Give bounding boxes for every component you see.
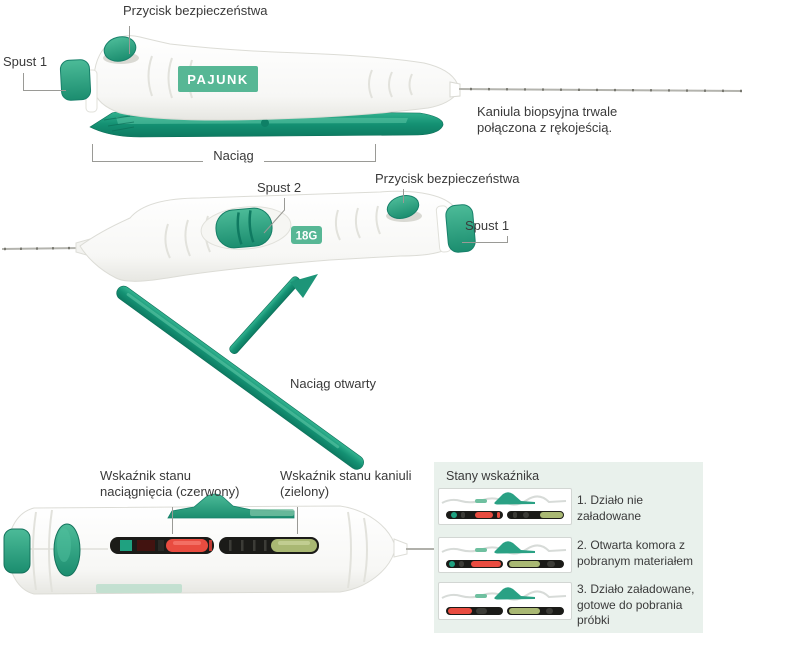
trigger2-button	[215, 207, 273, 249]
indicator-states-panel: Stany wskaźnika	[434, 462, 703, 633]
biopsy-cannula-needle	[1, 247, 81, 250]
tension-bar	[446, 511, 503, 519]
state-thumbnail-1	[438, 488, 572, 525]
device-topview-icon	[441, 587, 567, 601]
cannula-bar	[507, 511, 564, 519]
label-cocking-bracket: Naciąg	[92, 148, 375, 164]
trigger1-button	[3, 528, 31, 574]
label-trigger1-top: Spust 1	[3, 54, 48, 69]
label-tension-indicator: Wskaźnik stanu naciągnięcia (czerwony)	[100, 468, 240, 500]
label-cannula-note: Kaniula biopsyjna trwale połączona z ręk…	[477, 104, 618, 136]
indicator-strip	[446, 607, 564, 615]
gauge-badge	[291, 226, 322, 244]
trigger1-button	[445, 204, 476, 253]
label-cocking: Naciąg	[203, 148, 264, 163]
label-trigger2: Spust 2	[257, 180, 302, 195]
label-safety-button-top: Przycisk bezpieczeństwa	[123, 3, 268, 18]
trigger1-button	[59, 59, 92, 101]
state-thumbnail-3	[438, 582, 572, 620]
label-safety-button-middle: Przycisk bezpieczeństwa	[375, 171, 520, 186]
brand-logo: PAJUNK	[187, 72, 249, 87]
indicator-strip	[446, 511, 564, 519]
device-topview-icon	[441, 492, 567, 506]
safety-button	[103, 36, 137, 62]
safety-button	[386, 195, 420, 219]
gauge-label: 18G	[296, 231, 318, 243]
label-cocking-open: Naciąg otwarty	[290, 376, 376, 391]
state-2-label: 2. Otwarta komora z pobranym materiałem	[577, 538, 694, 568]
device-bottom-indicators	[3, 493, 449, 595]
device-middle-open: 18G	[1, 190, 476, 470]
indicator-strip	[446, 560, 564, 568]
state-thumbnail-2	[438, 537, 572, 573]
label-trigger1-middle: Spust 1	[465, 218, 510, 233]
panel-title: Stany wskaźnika	[446, 469, 540, 483]
state-1-label: 1. Działo nie załadowane	[577, 493, 644, 523]
cannula-bar	[507, 560, 564, 568]
brand-plate	[178, 66, 258, 92]
label-cannula-indicator: Wskaźnik stanu kaniuli (zielony)	[280, 468, 412, 500]
handle-body	[93, 35, 459, 121]
cocking-lever-rod	[229, 276, 301, 354]
cannula-bar	[507, 607, 564, 615]
tension-bar	[446, 560, 503, 568]
state-3-label: 3. Działo załadowane, gotowe do pobrania…	[577, 582, 695, 628]
biopsy-cannula-needle	[458, 88, 743, 92]
device-topview-icon	[441, 541, 567, 555]
tension-bar	[446, 607, 503, 615]
device-top-cocked: PAJUNK	[59, 35, 743, 138]
